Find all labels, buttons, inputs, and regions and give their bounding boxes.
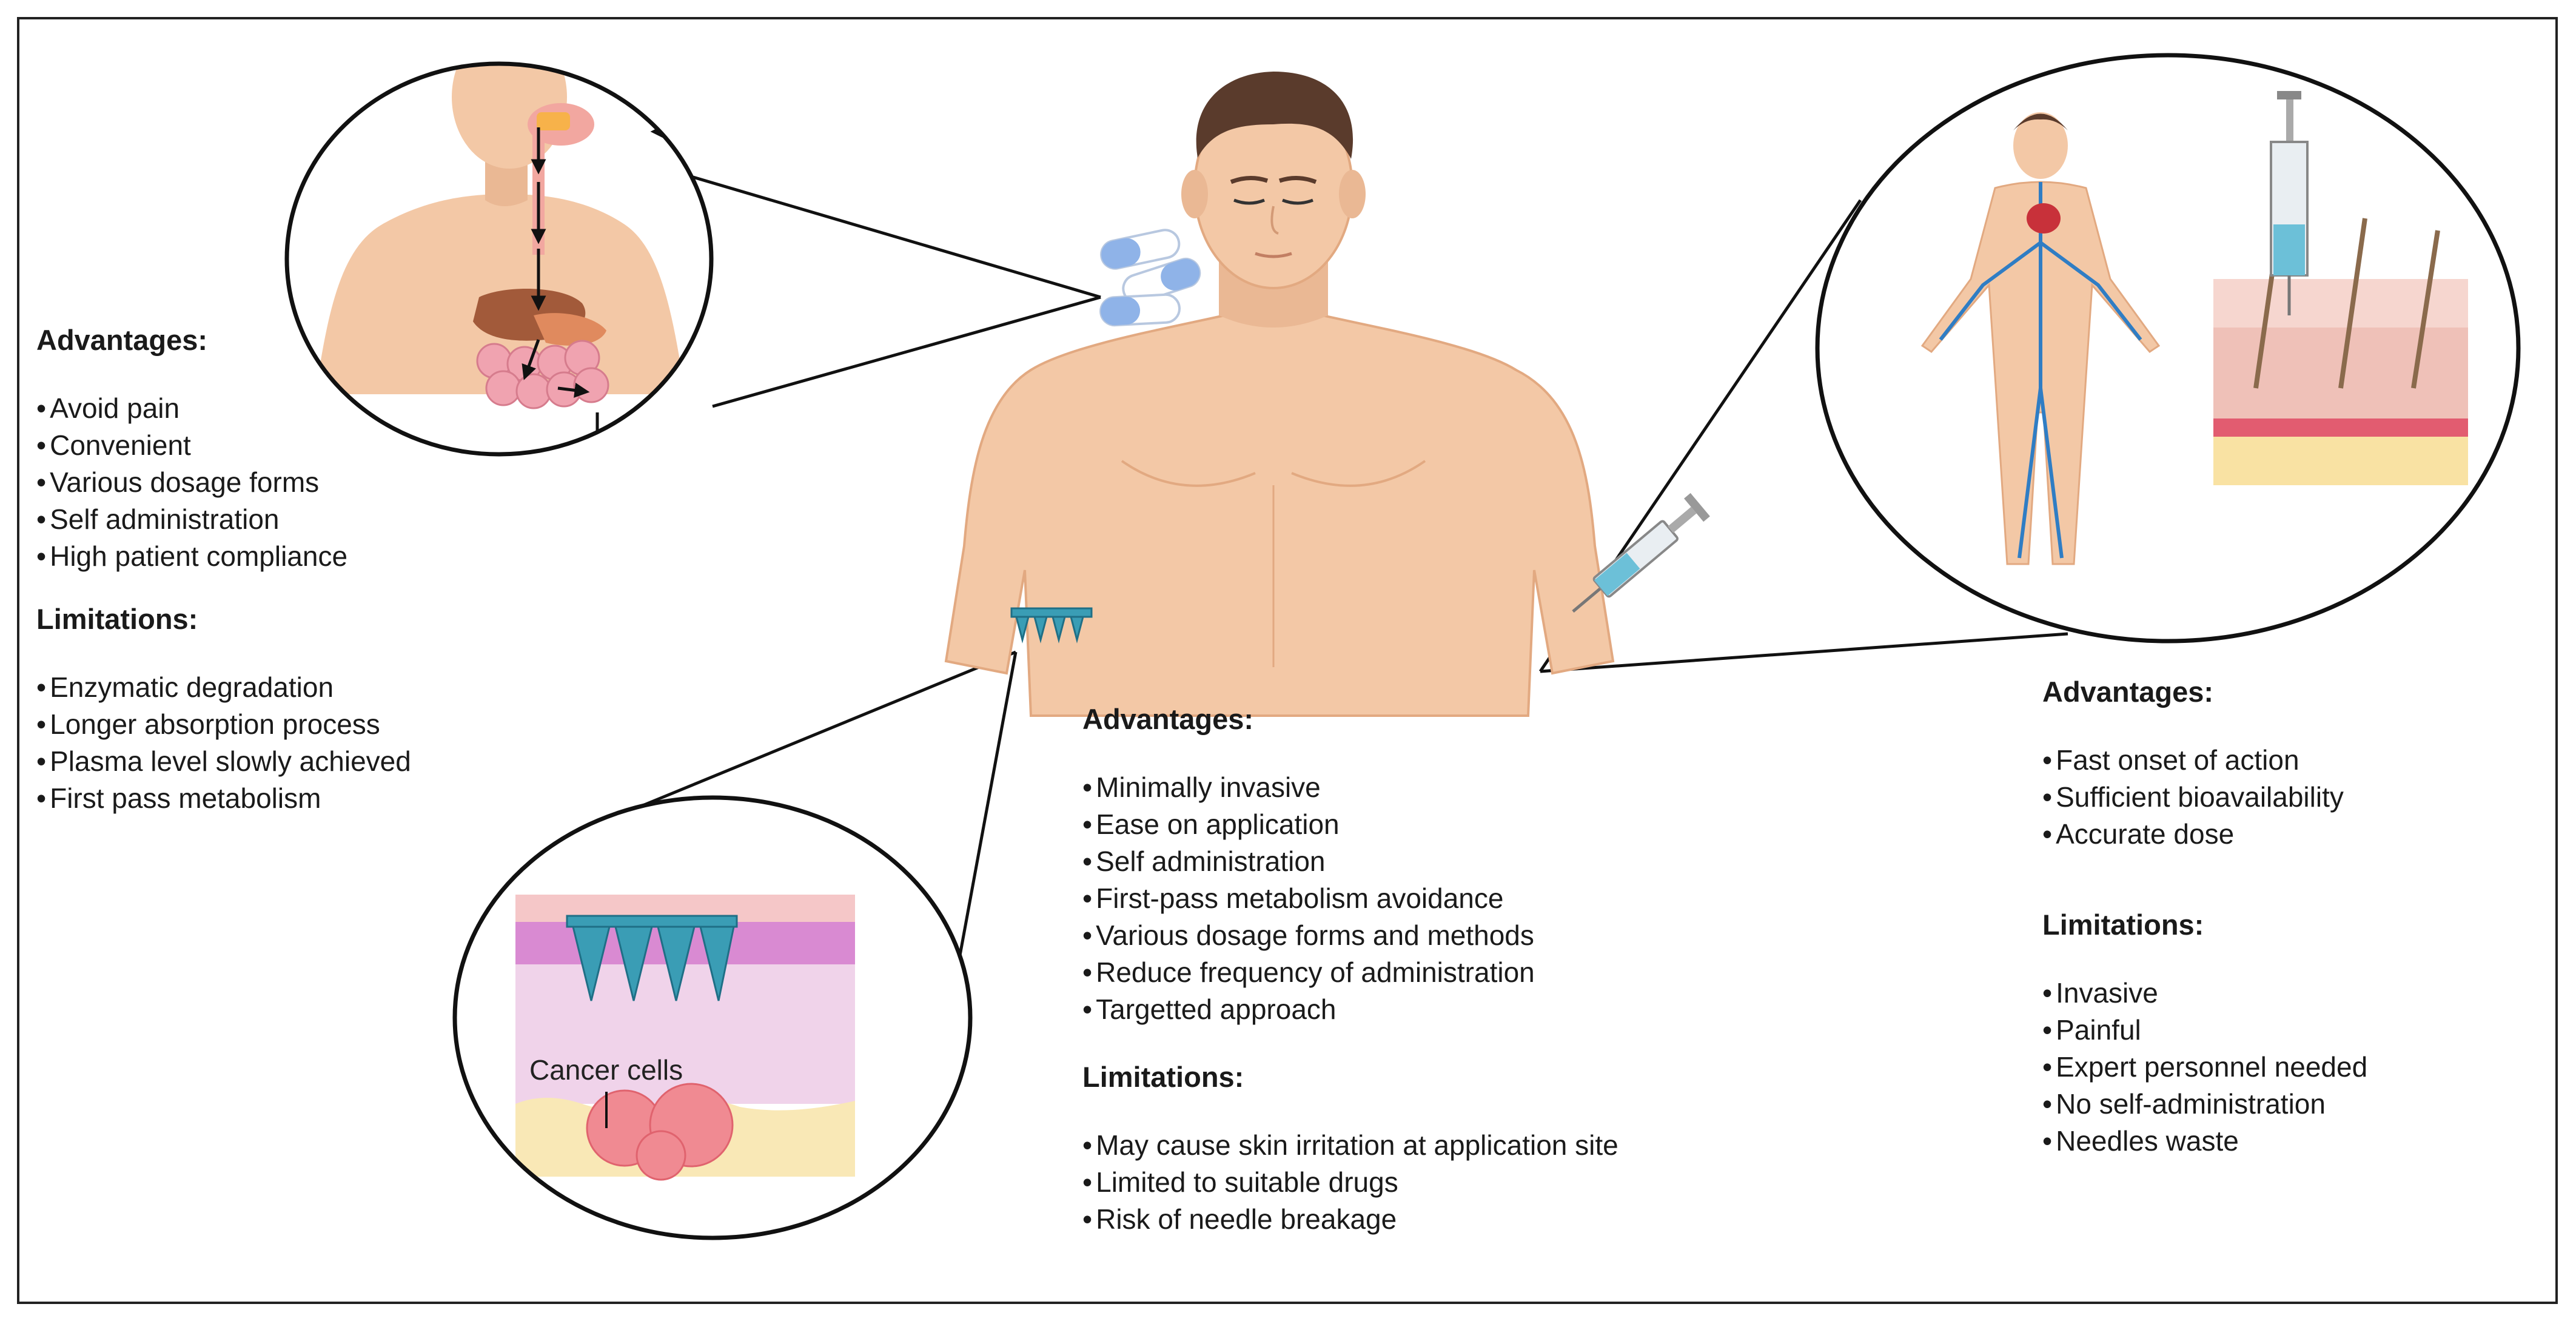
list-item: Limited to suitable drugs <box>1082 1164 1618 1201</box>
list-item: Expert personnel needed <box>2042 1049 2367 1086</box>
iv-advantages-title: Advantages: <box>2042 676 2214 708</box>
microneedle-callout: Cancer cells <box>452 795 973 1240</box>
oral-advantages-title: Advantages: <box>36 324 208 356</box>
oral-route-panel: Advantages: Avoid pain Convenient Variou… <box>36 321 411 817</box>
microneedle-route-panel: Advantages: Minimally invasive Ease on a… <box>1082 701 1618 1238</box>
list-item: Sufficient bioavailability <box>2042 779 2367 816</box>
iv-route-callout <box>1815 53 2521 644</box>
heart-icon <box>2027 203 2061 234</box>
list-item: Needles waste <box>2042 1123 2367 1160</box>
list-item: First-pass metabolism avoidance <box>1082 880 1618 917</box>
oral-limitations-list: Enzymatic degradation Longer absorption … <box>36 669 411 817</box>
list-item: Convenient <box>36 427 411 464</box>
microneedle-advantages-title: Advantages: <box>1082 703 1254 735</box>
oral-route-callout <box>284 61 714 457</box>
skin-cross-section <box>2213 218 2468 485</box>
list-item: Ease on application <box>1082 806 1618 843</box>
list-item: Painful <box>2042 1012 2367 1049</box>
list-item: Targetted approach <box>1082 991 1618 1028</box>
iv-route-panel: Advantages: Fast onset of action Suffici… <box>2042 673 2367 1160</box>
pills-icon <box>1099 229 1201 327</box>
torso <box>944 301 1615 717</box>
list-item: Risk of needle breakage <box>1082 1201 1618 1238</box>
iv-advantages-list: Fast onset of action Sufficient bioavail… <box>2042 742 2367 853</box>
list-item: Various dosage forms <box>36 464 411 501</box>
list-item: Invasive <box>2042 975 2367 1012</box>
arm-microneedle-patch <box>1010 607 1093 644</box>
list-item: Plasma level slowly achieved <box>36 743 411 780</box>
cancer-cells-label: Cancer cells <box>529 1054 683 1086</box>
list-item: High patient compliance <box>36 538 411 575</box>
microneedle-limitations-list: May cause skin irritation at application… <box>1082 1127 1618 1238</box>
list-item: Minimally invasive <box>1082 769 1618 806</box>
list-item: Avoid pain <box>36 390 411 427</box>
oral-limitations-title: Limitations: <box>36 603 198 635</box>
oral-advantages-list: Avoid pain Convenient Various dosage for… <box>36 390 411 575</box>
iv-limitations-list: Invasive Painful Expert personnel needed… <box>2042 975 2367 1160</box>
figure-border <box>17 17 2558 1304</box>
list-item: Various dosage forms and methods <box>1082 917 1618 954</box>
microneedle-advantages-list: Minimally invasive Ease on application S… <box>1082 769 1618 1028</box>
list-item: Reduce frequency of administration <box>1082 954 1618 991</box>
list-item: Self administration <box>1082 843 1618 880</box>
iv-syringe-icon <box>2270 91 2309 315</box>
list-item: No self-administration <box>2042 1086 2367 1123</box>
list-item: Longer absorption process <box>36 706 411 743</box>
microneedle-limitations-title: Limitations: <box>1082 1061 1244 1093</box>
list-item: Accurate dose <box>2042 816 2367 853</box>
list-item: May cause skin irritation at application… <box>1082 1127 1618 1164</box>
list-item: Self administration <box>36 501 411 538</box>
hair <box>1196 72 1353 159</box>
arm-syringe-icon <box>1572 492 1710 613</box>
cancer-cells-cluster <box>586 1083 734 1181</box>
human-body-figure <box>944 72 1615 717</box>
list-item: First pass metabolism <box>36 780 411 817</box>
list-item: Fast onset of action <box>2042 742 2367 779</box>
iv-limitations-title: Limitations: <box>2042 909 2204 941</box>
microneedles <box>566 915 738 1001</box>
list-item: Enzymatic degradation <box>36 669 411 706</box>
